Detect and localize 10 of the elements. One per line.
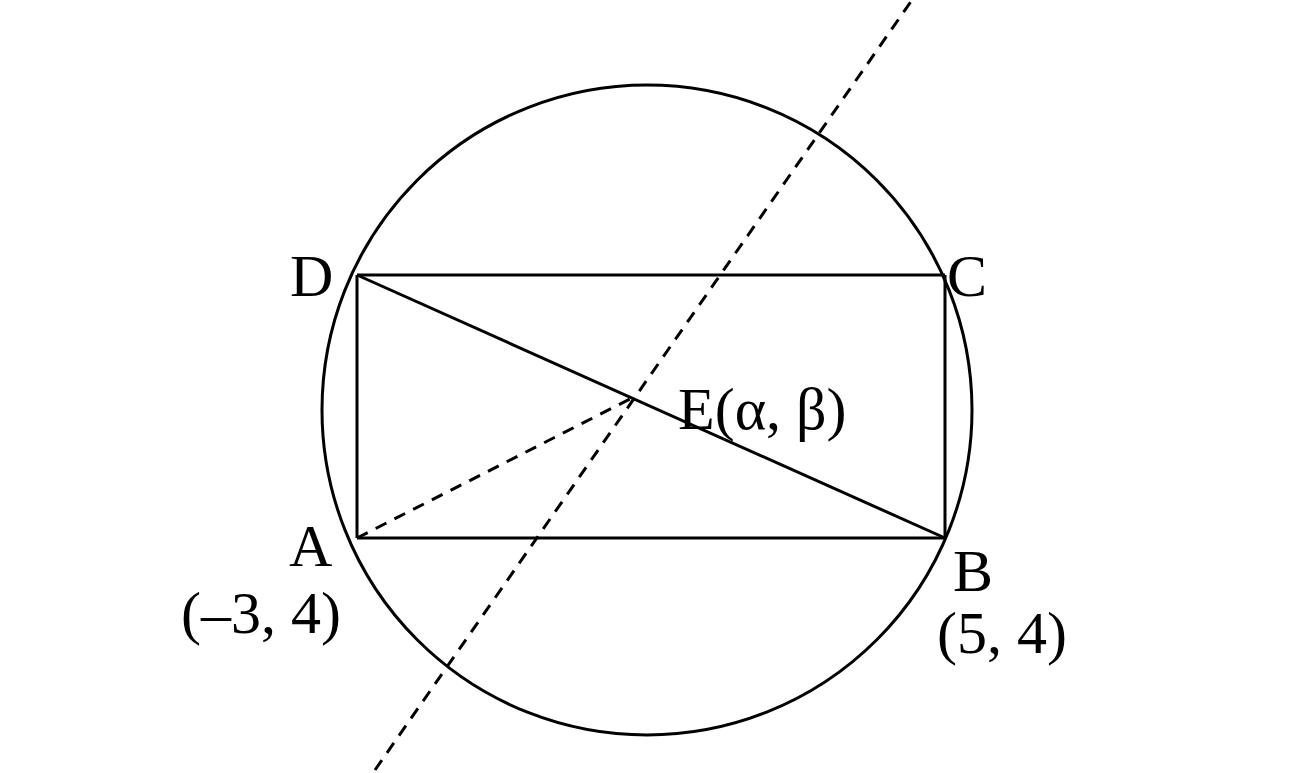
line-segment <box>943 275 947 538</box>
line-segment <box>355 275 359 538</box>
point-label: A <box>289 516 333 576</box>
line-segment <box>356 396 633 540</box>
line-segment <box>357 536 945 540</box>
point-label: D <box>290 246 334 306</box>
line-segment <box>357 273 945 277</box>
point-label: B <box>953 541 994 601</box>
point-label: C <box>947 246 988 306</box>
line-segment <box>356 273 946 540</box>
